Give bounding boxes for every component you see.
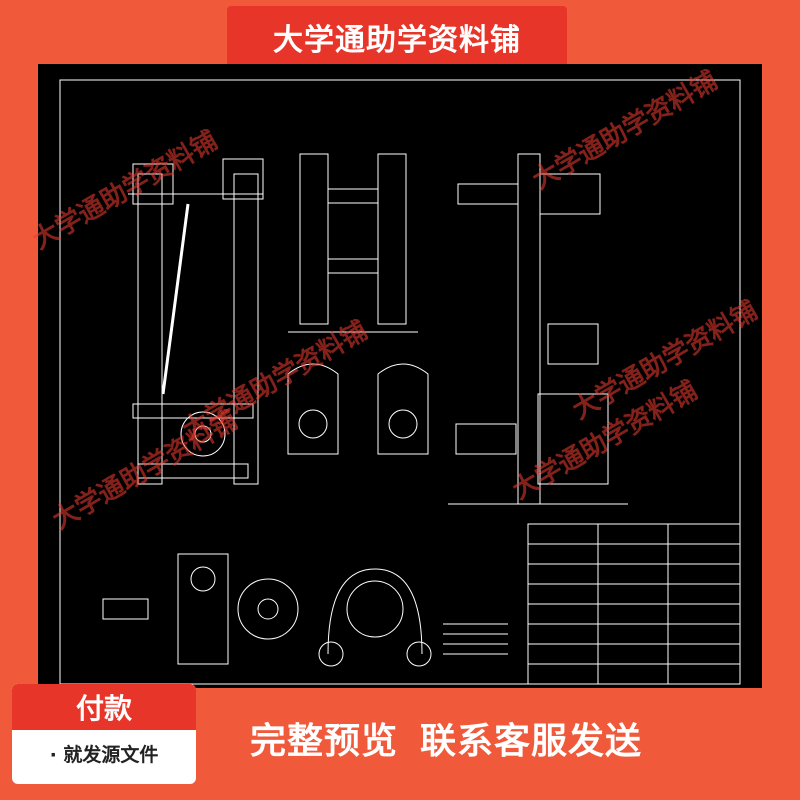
middle-column-1 (299, 153, 329, 325)
middle-crossbar-1 (327, 188, 379, 204)
cad-drawing-preview (38, 64, 762, 688)
left-top-block-2 (222, 158, 264, 200)
pay-box[interactable]: 付款 · 就发源文件 (12, 684, 196, 784)
section-view-2-hole (388, 409, 418, 439)
left-gear-hub (194, 425, 212, 443)
right-gearbox (537, 393, 609, 485)
middle-column-2 (377, 153, 407, 325)
cad-drawing-svg (59, 79, 741, 685)
shop-title: 大学通助学资料铺 (273, 23, 521, 58)
left-top-block-1 (132, 163, 174, 205)
right-column (517, 153, 541, 505)
right-mid-block (547, 323, 599, 365)
left-column-2 (233, 173, 259, 485)
detail-view-flange (237, 578, 299, 640)
left-bottom-bar-2 (137, 463, 249, 479)
pay-subtitle: · 就发源文件 (49, 744, 159, 766)
section-view-2 (377, 363, 429, 455)
detail-view-bracket (177, 553, 229, 665)
left-bottom-bar-1 (132, 403, 254, 419)
right-top-arm (457, 183, 519, 205)
pay-title: 付款 (12, 684, 196, 730)
detail-view-bracket-hole (190, 566, 216, 592)
left-chain (161, 203, 190, 395)
shop-title-banner: 大学通助学资料铺 (227, 6, 567, 68)
left-gear (180, 411, 226, 457)
middle-crossbar-2 (327, 258, 379, 274)
detail-view-housing (327, 568, 423, 655)
detail-view-flange-bore (257, 598, 279, 620)
right-base-arm (455, 423, 517, 455)
right-top-block (539, 173, 601, 215)
slogan-part-2: 联系客服发送 (420, 721, 643, 762)
detail-view-clamp (102, 598, 149, 620)
slogan-part-1: 完整预览 (250, 721, 399, 762)
detail-view-housing-foot-2 (406, 641, 432, 667)
drawing-frame (59, 79, 741, 685)
section-view-1 (287, 363, 339, 455)
bottom-slogan: 完整预览 联系客服发送 (250, 710, 770, 766)
detail-view-housing-foot-1 (318, 641, 344, 667)
detail-view-housing-ring (346, 580, 404, 638)
left-column-1 (137, 173, 163, 485)
section-view-1-hole (298, 409, 328, 439)
